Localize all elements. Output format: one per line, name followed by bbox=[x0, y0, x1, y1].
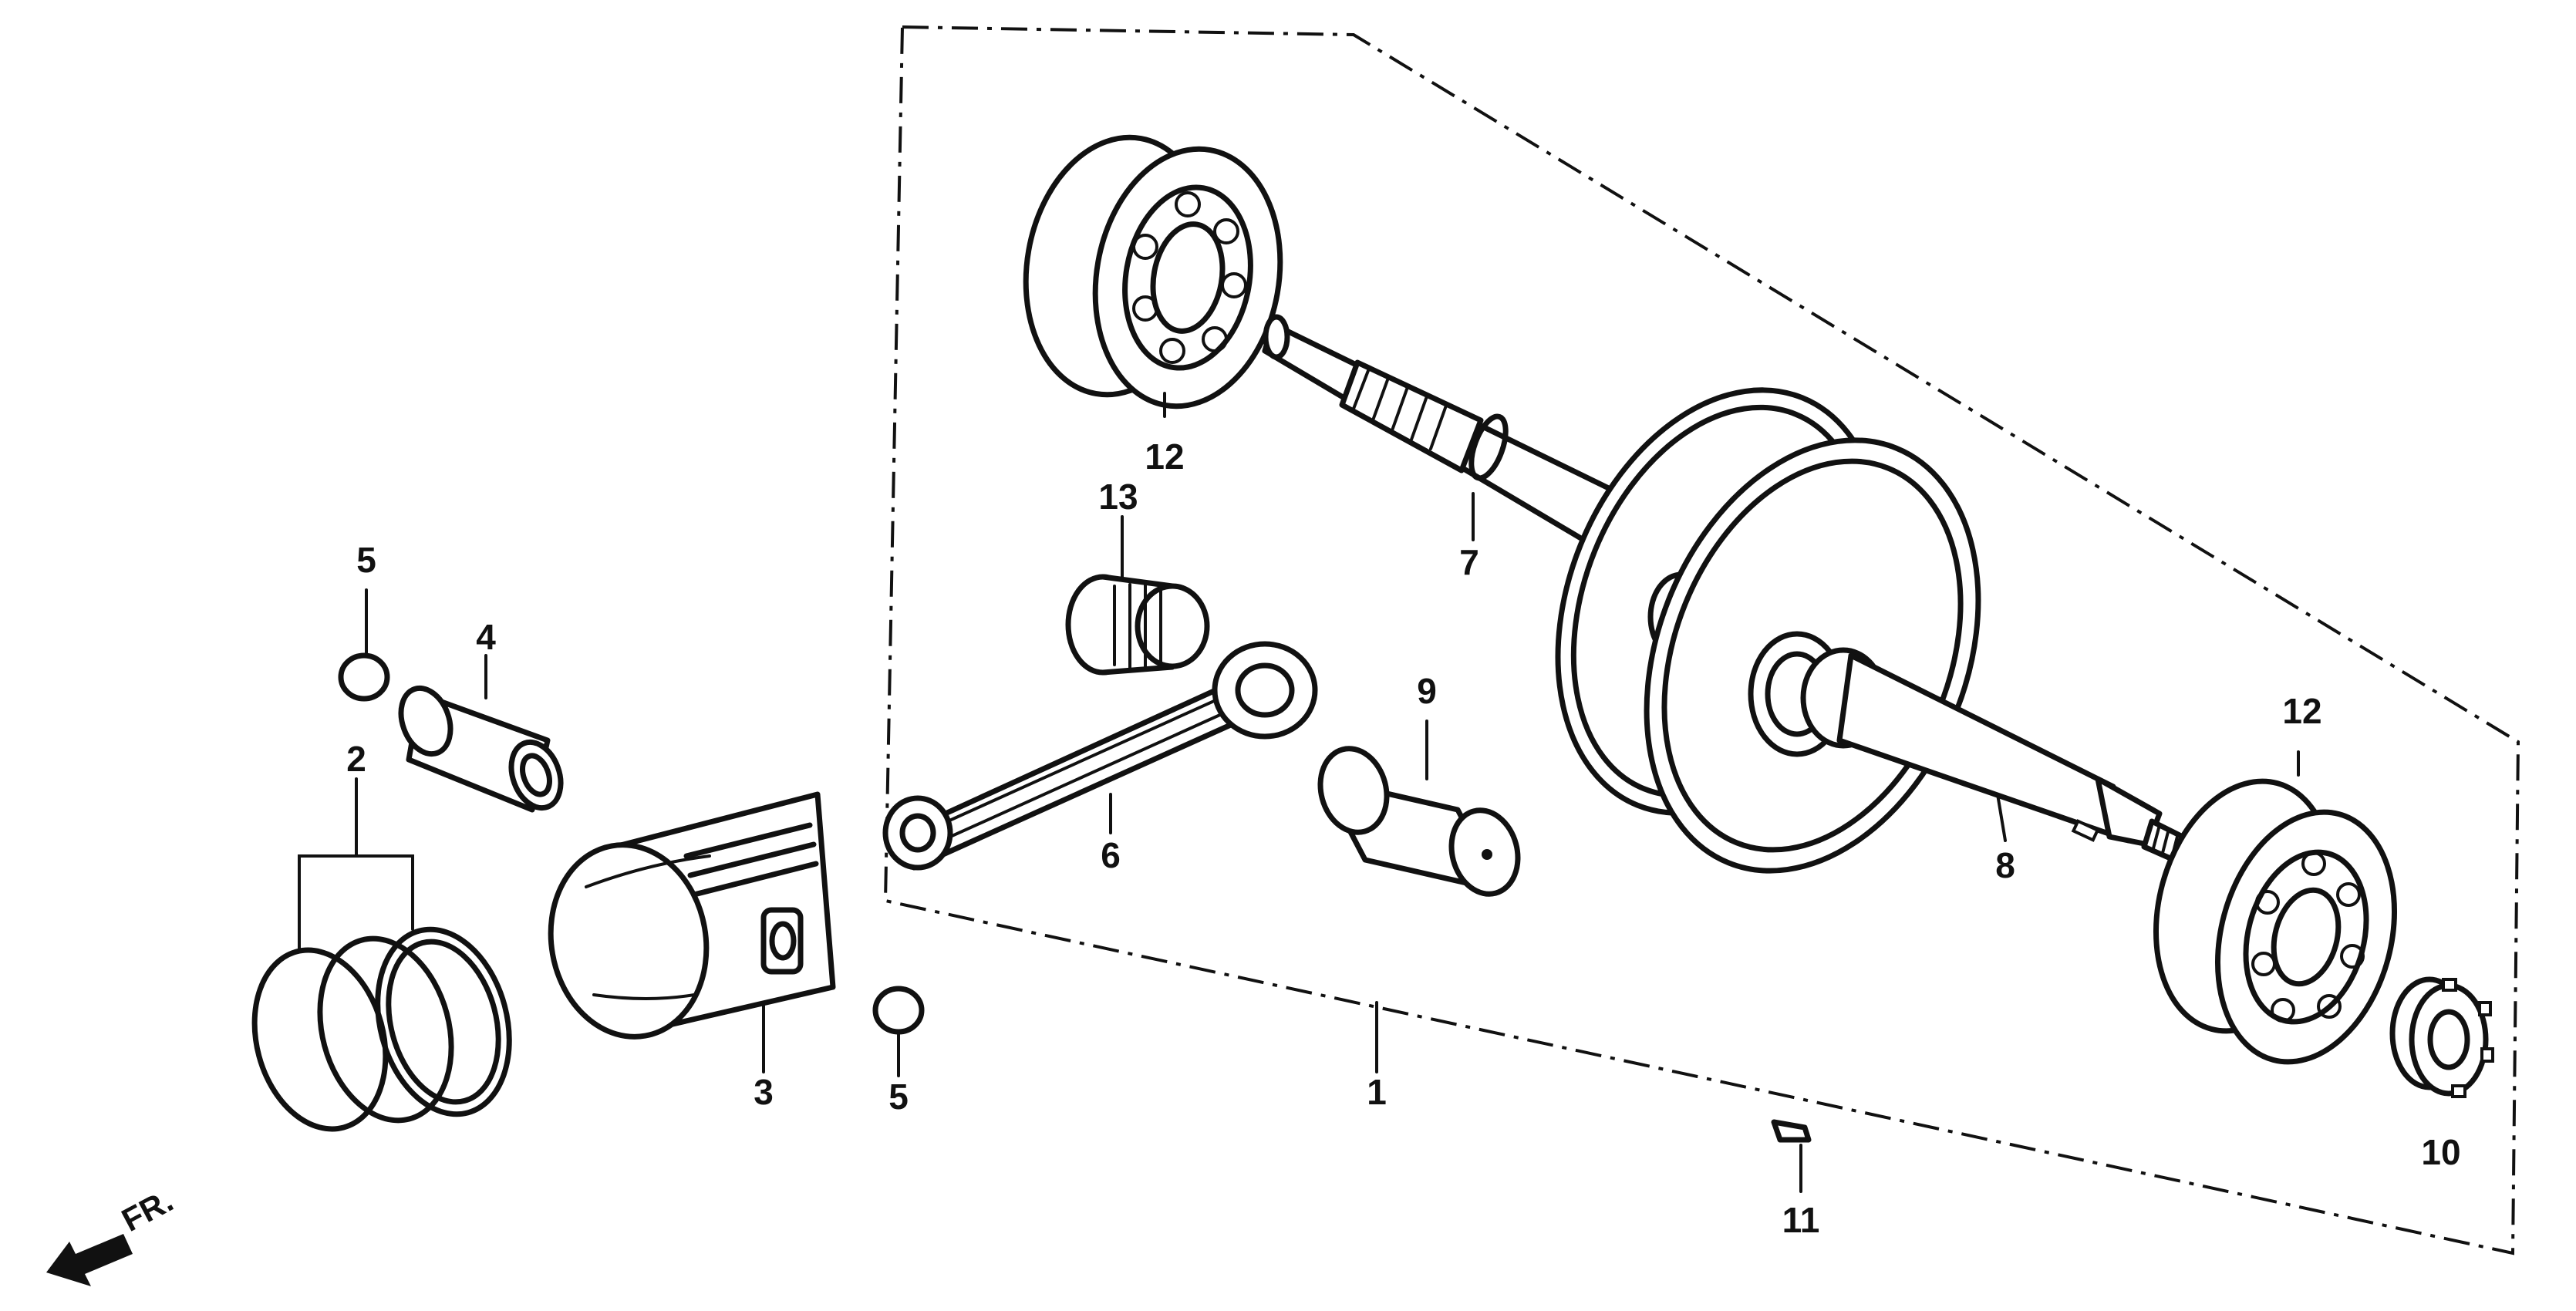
callout-10: 10 bbox=[2421, 1132, 2460, 1172]
connecting-rod bbox=[882, 641, 1318, 871]
callout-2: 2 bbox=[346, 739, 366, 779]
callout-5a: 5 bbox=[356, 540, 376, 580]
piston-pin-clip-bottom bbox=[872, 986, 925, 1035]
drive-sprocket bbox=[2389, 976, 2494, 1098]
callout-3: 3 bbox=[754, 1072, 774, 1112]
crank-webs bbox=[1555, 387, 1981, 874]
right-crankshaft-shaft bbox=[1262, 314, 1623, 551]
piston bbox=[548, 791, 836, 1040]
callout-12b: 12 bbox=[2282, 691, 2321, 731]
callout-4: 4 bbox=[476, 617, 496, 657]
needle-bearing bbox=[1065, 574, 1210, 676]
front-direction-arrow: FR. bbox=[46, 1182, 179, 1286]
piston-pin bbox=[398, 685, 564, 813]
callout-12a: 12 bbox=[1145, 436, 1184, 477]
left-crankshaft-shaft bbox=[1800, 647, 2193, 867]
crank-pin bbox=[1317, 746, 1521, 897]
callout-9: 9 bbox=[1417, 671, 1437, 711]
callout-6: 6 bbox=[1101, 835, 1121, 875]
assembly-boundary bbox=[883, 25, 2520, 1255]
front-indicator-label: FR. bbox=[116, 1182, 179, 1239]
leader-lines bbox=[365, 392, 2300, 1193]
ball-bearing-top bbox=[1023, 134, 1283, 409]
callout-7: 7 bbox=[1459, 542, 1479, 582]
callout-11: 11 bbox=[1782, 1200, 1820, 1240]
callout-8: 8 bbox=[1995, 845, 2015, 885]
ball-bearing-bottom bbox=[2153, 778, 2398, 1065]
piston-pin-clip-top bbox=[338, 652, 390, 702]
callout-labels: 1 2 3 4 5 5 6 7 8 9 10 11 12 12 13 bbox=[346, 436, 2460, 1240]
callout-13: 13 bbox=[1098, 477, 1138, 517]
callout-5b: 5 bbox=[888, 1077, 909, 1117]
callout-1: 1 bbox=[1367, 1072, 1387, 1112]
piston-ring-set bbox=[251, 777, 512, 1132]
woodruff-key bbox=[1771, 1119, 1812, 1143]
